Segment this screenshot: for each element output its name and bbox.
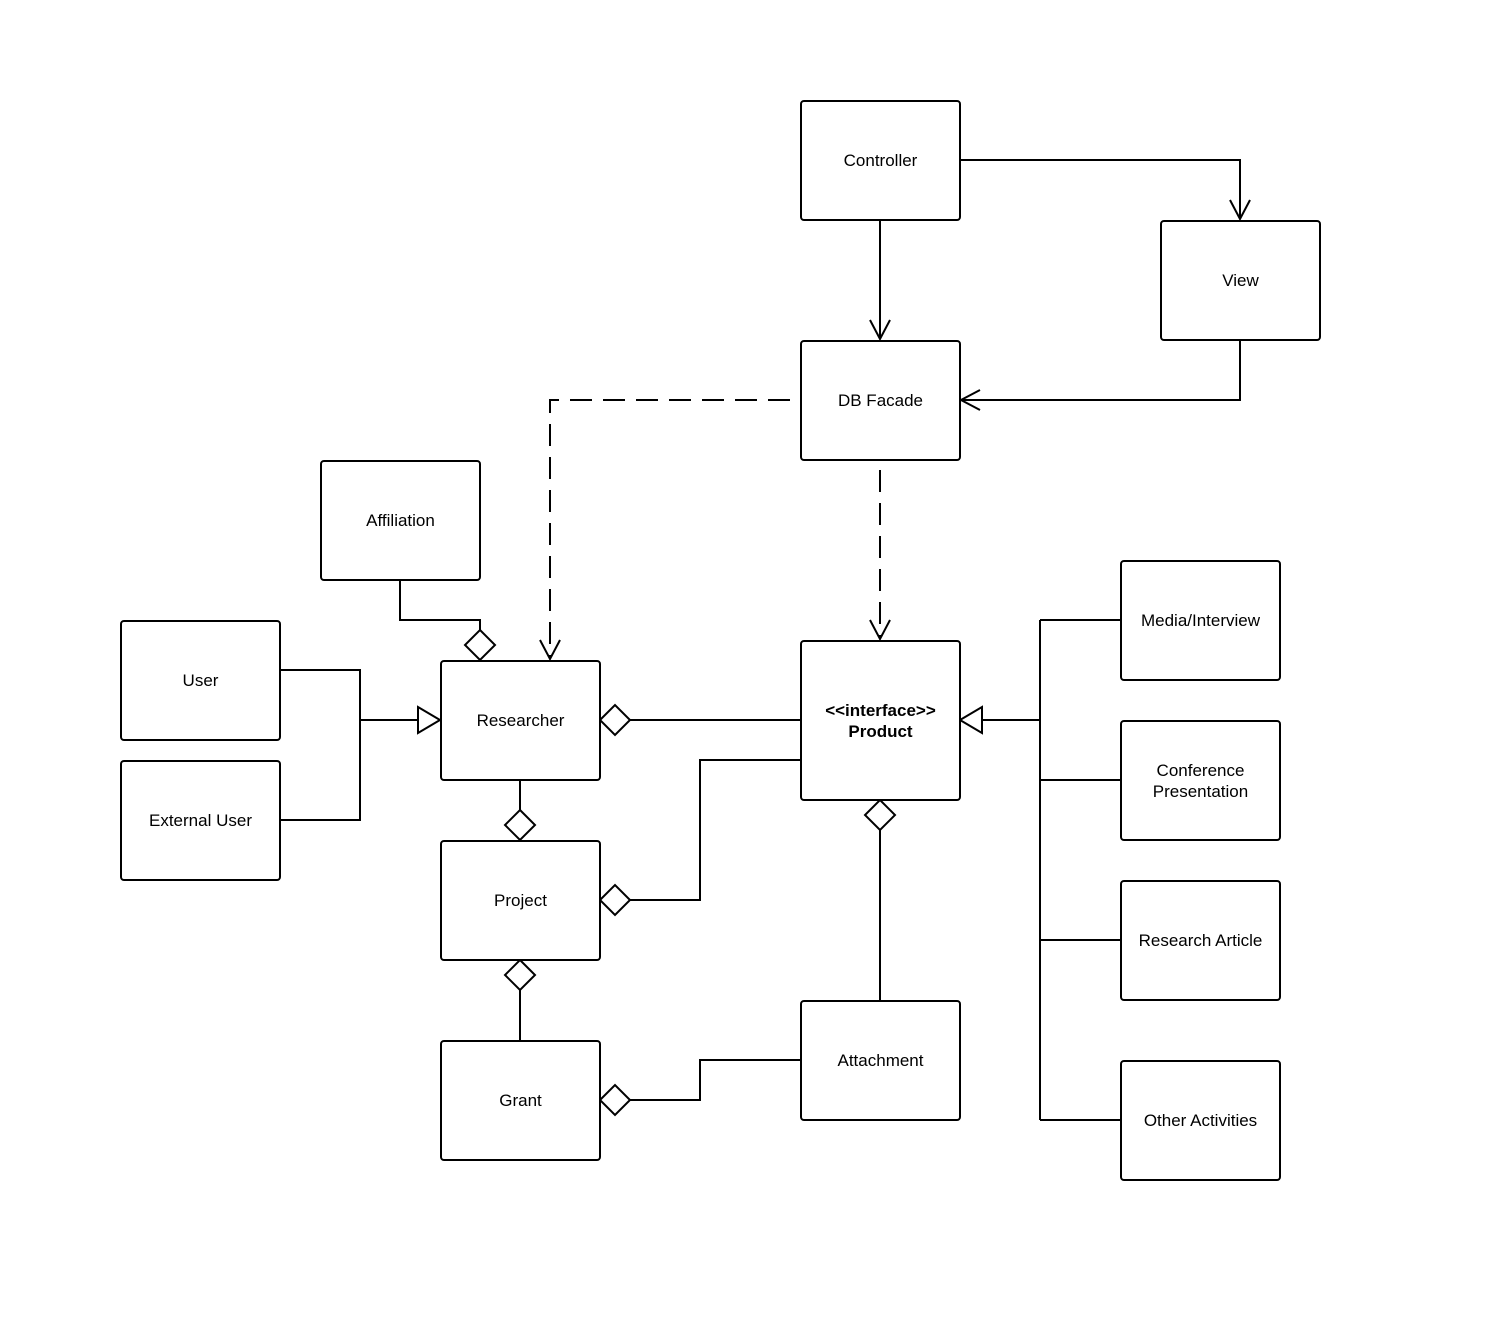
aggregation-diamond-grant-attachment [598,1083,632,1117]
project-class: Project [440,840,601,961]
arrowhead-product-top [869,619,891,642]
research-article-class: Research Article [1120,880,1281,1001]
edge-user-generalization [280,669,361,821]
aggregation-diamond-affiliation [463,628,497,662]
edge-project-product [630,759,800,901]
attachment-class: Attachment [800,1000,961,1121]
class-label: Controller [843,151,918,170]
external-user-class: External User [120,760,281,881]
class-label: Presentation [1152,781,1249,801]
class-label: Media/Interview [1140,611,1261,630]
aggregation-diamond-project-grant [503,958,537,992]
arrowhead-researcher [539,639,561,662]
class-label: Project [494,891,547,910]
view-class: View [1160,220,1321,341]
class-label: DB Facade [837,391,924,410]
edge-affiliation-researcher [399,580,481,630]
arrowhead-dbfacade-top [869,319,891,342]
class-label: Conference [1156,760,1245,780]
arrowhead-view [1229,199,1251,222]
aggregation-diamond-project-product [598,883,632,917]
affiliation-class: Affiliation [320,460,481,581]
class-label: Research Article [1138,931,1263,950]
class-label: Attachment [837,1051,924,1070]
other-activities-class: Other Activities [1120,1060,1281,1181]
aggregation-diamond-researcher-product [598,703,632,737]
aggregation-diamond-product-attachment [863,798,897,832]
edge-view-dbfacade [961,340,1241,401]
researcher-class: Researcher [440,660,601,781]
class-label: View [1222,271,1259,290]
media-interview-class: Media/Interview [1120,560,1281,681]
class-label: Grant [499,1091,542,1110]
edge-grant-attachment [630,1059,800,1101]
aggregation-diamond-researcher-project [503,808,537,842]
generalization-triangle-researcher [417,705,442,735]
class-label: Affiliation [366,511,435,530]
class-label: User [182,671,219,690]
class-label: <<interface>> [825,700,936,720]
class-label: Other Activities [1143,1111,1258,1130]
controller-class: Controller [800,100,961,221]
grant-class: Grant [440,1040,601,1161]
user-class: User [120,620,281,741]
class-label: External User [149,811,252,830]
product-interface: <<interface>>Product [800,640,961,801]
generalization-triangle-product [958,705,983,735]
edge-controller-view [960,159,1241,219]
class-label: Researcher [476,711,565,730]
edge-dbfacade-researcher [549,399,790,659]
arrowhead-dbfacade-right [958,389,981,411]
class-label: Product [848,721,913,741]
db-facade-class: DB Facade [800,340,961,461]
